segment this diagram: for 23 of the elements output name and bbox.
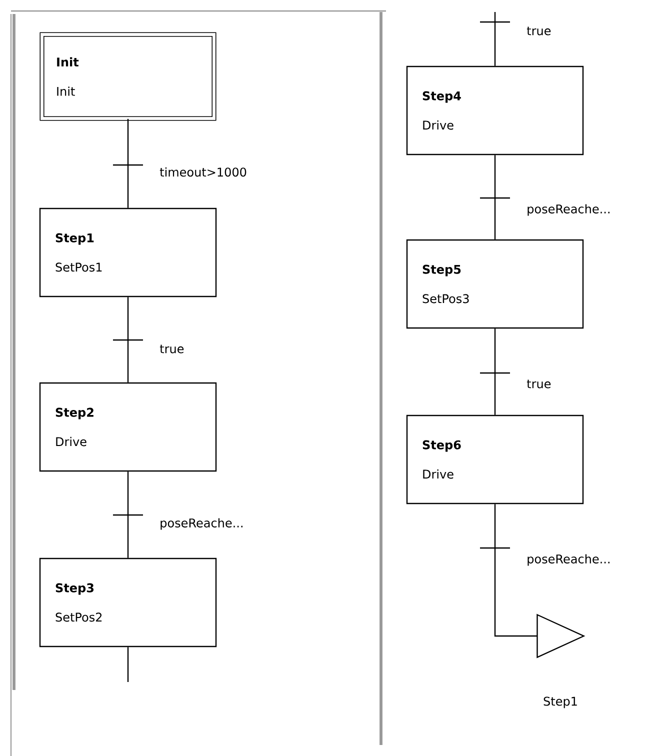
step-box: Step5 SetPos3 bbox=[406, 239, 584, 329]
connector-line bbox=[494, 12, 496, 66]
jump-target-label: Step1 bbox=[544, 696, 577, 708]
edge-label: true bbox=[526, 26, 551, 36]
connector-line bbox=[494, 328, 496, 415]
initial-step-box: Init Init bbox=[40, 32, 216, 121]
connector-line bbox=[127, 647, 129, 682]
step-box: Step4 Drive bbox=[406, 66, 584, 156]
step-box: Step2 Drive bbox=[39, 382, 217, 472]
edge-label: poseReache... bbox=[528, 204, 610, 216]
edge-label: true bbox=[160, 344, 184, 354]
connector-line bbox=[127, 297, 129, 382]
edge-label: poseReache... bbox=[528, 554, 610, 566]
connector-line bbox=[127, 472, 129, 558]
step-box: Step1 SetPos1 bbox=[39, 208, 217, 298]
edge-label: timeout>1000 bbox=[160, 167, 246, 177]
step-box: Step6 Drive bbox=[406, 414, 584, 504]
step-box: Step3 SetPos2 bbox=[39, 558, 217, 648]
connector-line bbox=[494, 504, 538, 637]
edge-label: true bbox=[526, 380, 551, 388]
connector-line bbox=[494, 155, 496, 240]
connector-line bbox=[127, 118, 129, 208]
edge-label: poseReache... bbox=[160, 518, 242, 530]
